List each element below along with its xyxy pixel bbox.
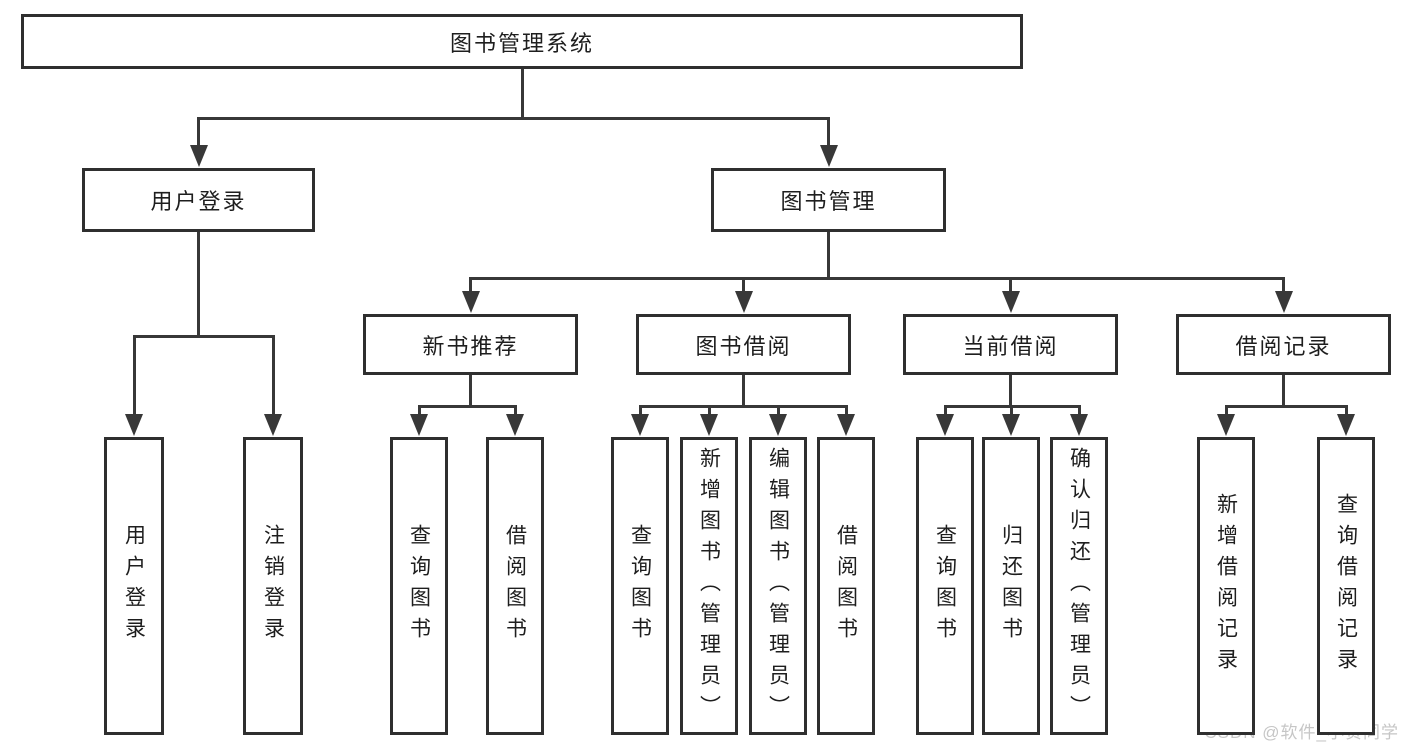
node-label-rec: 新书推荐 xyxy=(422,333,519,359)
edge-drop-b_query xyxy=(638,405,642,416)
arrowhead-down-icon xyxy=(506,414,524,436)
node-rec: 新书推荐 xyxy=(363,314,578,375)
arrowhead-down-icon xyxy=(734,291,753,313)
edge-rail-records xyxy=(1224,405,1348,408)
node-label-b_query: 查询图书 xyxy=(628,524,652,648)
node-b_add: 新增图书（管理员） xyxy=(680,437,738,735)
arrowhead-down-icon xyxy=(1337,414,1355,436)
node-label-r_add: 新增借阅记录 xyxy=(1214,493,1238,679)
edge-stem-records xyxy=(1282,375,1285,408)
edge-drop-b_add xyxy=(707,405,711,416)
node-root: 图书管理系统 xyxy=(21,14,1023,69)
edge-drop-rec_query xyxy=(417,405,421,416)
arrowhead-down-icon xyxy=(1274,291,1293,313)
edge-drop-borrow xyxy=(742,277,745,293)
node-label-b_edit: 编辑图书（管理员） xyxy=(766,446,790,726)
node-borrow: 图书借阅 xyxy=(636,314,851,375)
node-u_login: 用户登录 xyxy=(104,437,164,735)
edge-drop-current xyxy=(1009,277,1012,293)
arrowhead-down-icon xyxy=(700,414,718,436)
node-label-b_add: 新增图书（管理员） xyxy=(697,446,721,726)
edge-drop-c_query xyxy=(943,405,947,416)
node-mgmt: 图书管理 xyxy=(711,168,946,232)
arrowhead-down-icon xyxy=(1001,291,1020,313)
arrowhead-down-icon xyxy=(936,414,954,436)
node-b_query: 查询图书 xyxy=(611,437,669,735)
edge-drop-r_query xyxy=(1344,405,1348,416)
edge-rail-login xyxy=(132,335,275,338)
node-rec_query: 查询图书 xyxy=(390,437,448,735)
edge-drop-rec xyxy=(469,277,472,293)
arrowhead-down-icon xyxy=(1070,414,1088,436)
edge-drop-login xyxy=(197,117,200,147)
node-b_borrow: 借阅图书 xyxy=(817,437,875,735)
node-c_query: 查询图书 xyxy=(916,437,974,735)
arrowhead-down-icon xyxy=(1217,414,1235,436)
edge-rail-rec xyxy=(417,405,517,408)
node-rec_borrow: 借阅图书 xyxy=(486,437,544,735)
edge-stem-login xyxy=(197,232,200,338)
node-label-c_confirm: 确认归还（管理员） xyxy=(1067,446,1091,726)
arrowhead-down-icon xyxy=(819,145,838,167)
edge-stem-mgmt xyxy=(827,232,830,280)
node-records: 借阅记录 xyxy=(1176,314,1391,375)
edge-drop-b_edit xyxy=(776,405,780,416)
edge-drop-r_add xyxy=(1224,405,1228,416)
arrowhead-down-icon xyxy=(837,414,855,436)
edge-rail-mgmt xyxy=(469,277,1285,280)
node-c_confirm: 确认归还（管理员） xyxy=(1050,437,1108,735)
arrowhead-down-icon xyxy=(1002,414,1020,436)
edge-rail-borrow xyxy=(638,405,848,408)
node-label-current: 当前借阅 xyxy=(962,333,1059,359)
node-label-b_borrow: 借阅图书 xyxy=(834,524,858,648)
edge-drop-b_borrow xyxy=(844,405,848,416)
arrowhead-down-icon xyxy=(461,291,480,313)
edge-drop-c_confirm xyxy=(1077,405,1081,416)
node-r_query: 查询借阅记录 xyxy=(1317,437,1375,735)
node-login: 用户登录 xyxy=(82,168,315,232)
node-label-records: 借阅记录 xyxy=(1235,333,1332,359)
arrowhead-down-icon xyxy=(769,414,787,436)
edge-drop-c_return xyxy=(1009,405,1013,416)
node-label-u_logout: 注销登录 xyxy=(261,524,285,648)
node-label-login: 用户登录 xyxy=(150,189,247,214)
node-c_return: 归还图书 xyxy=(982,437,1040,735)
node-label-c_return: 归还图书 xyxy=(999,524,1023,648)
edge-rail-root xyxy=(197,117,830,120)
arrowhead-down-icon xyxy=(631,414,649,436)
node-b_edit: 编辑图书（管理员） xyxy=(749,437,807,735)
edge-drop-rec_borrow xyxy=(513,405,517,416)
edge-drop-records xyxy=(1282,277,1285,293)
node-label-r_query: 查询借阅记录 xyxy=(1334,493,1358,679)
edge-drop-mgmt xyxy=(827,117,830,147)
node-r_add: 新增借阅记录 xyxy=(1197,437,1255,735)
node-label-c_query: 查询图书 xyxy=(933,524,957,648)
node-u_logout: 注销登录 xyxy=(243,437,303,735)
node-label-u_login: 用户登录 xyxy=(122,524,146,648)
arrowhead-down-icon xyxy=(264,414,282,436)
edge-stem-rec xyxy=(469,375,472,408)
arrowhead-down-icon xyxy=(125,414,143,436)
node-label-borrow: 图书借阅 xyxy=(695,333,792,359)
node-label-mgmt: 图书管理 xyxy=(780,189,877,214)
edge-stem-borrow xyxy=(742,375,745,408)
node-label-rec_query: 查询图书 xyxy=(407,524,431,648)
node-label-rec_borrow: 借阅图书 xyxy=(503,524,527,648)
node-label-root: 图书管理系统 xyxy=(449,30,594,56)
edge-drop-u_login xyxy=(132,335,136,416)
edge-stem-current xyxy=(1009,375,1012,408)
edge-stem-root xyxy=(520,69,524,120)
node-current: 当前借阅 xyxy=(903,314,1118,375)
edge-drop-u_logout xyxy=(271,335,275,416)
arrowhead-down-icon xyxy=(189,145,208,167)
arrowhead-down-icon xyxy=(410,414,428,436)
